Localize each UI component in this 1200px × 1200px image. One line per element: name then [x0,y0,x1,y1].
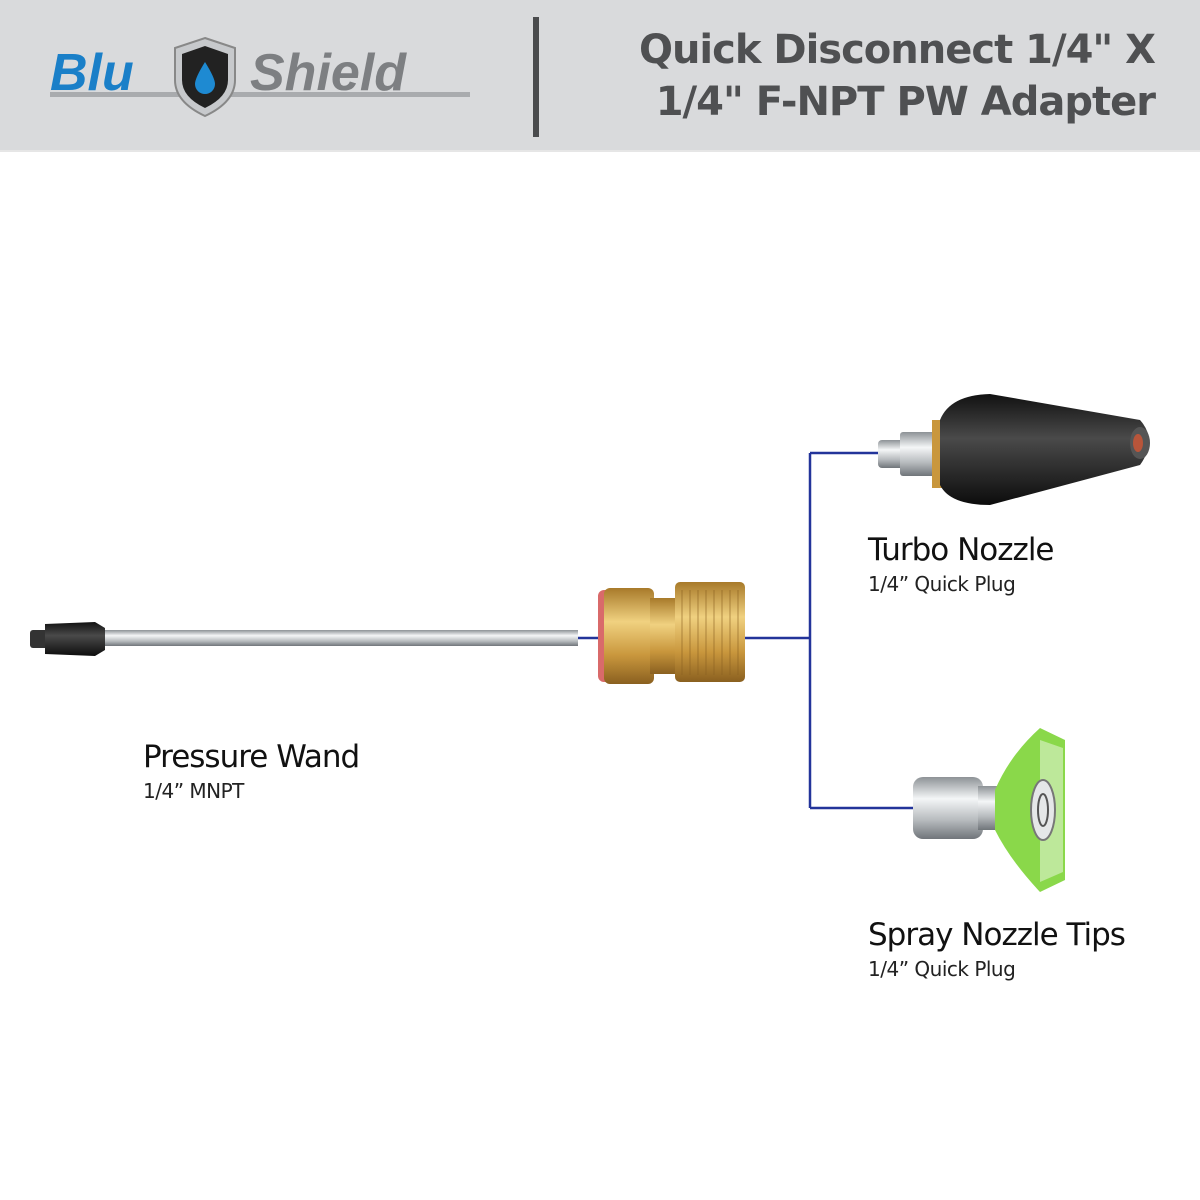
pressure-wand-image [30,622,578,656]
component-spec: 1/4” Quick Plug [868,572,1016,596]
svg-text:Shield: Shield [250,44,407,102]
component-spec: 1/4” Quick Plug [868,957,1016,981]
quick-disconnect-adapter-image [598,582,745,684]
connection-diagram [30,394,1150,892]
component-name: Turbo Nozzle [868,532,1055,568]
header-divider [533,17,539,137]
spray-nozzle-label: Spray Nozzle Tips 1/4” Quick Plug [868,916,1126,984]
turbo-nozzle-image [878,394,1150,505]
header-banner: Blu Shield Quick Disconnect 1/4" X 1/4" … [0,0,1200,152]
turbo-nozzle-label: Turbo Nozzle 1/4” Quick Plug [868,531,1055,599]
blushield-logo: Blu Shield [50,36,470,118]
component-spec: 1/4” MNPT [143,779,244,803]
component-name: Pressure Wand [143,739,360,775]
pressure-wand-label: Pressure Wand 1/4” MNPT [143,738,360,806]
svg-text:Blu: Blu [50,44,134,102]
component-name: Spray Nozzle Tips [868,917,1126,953]
product-title: Quick Disconnect 1/4" X 1/4" F-NPT PW Ad… [555,24,1156,128]
spray-nozzle-tip-image [913,728,1065,892]
title-line-2: 1/4" F-NPT PW Adapter [655,79,1156,125]
title-line-1: Quick Disconnect 1/4" X [638,27,1156,73]
